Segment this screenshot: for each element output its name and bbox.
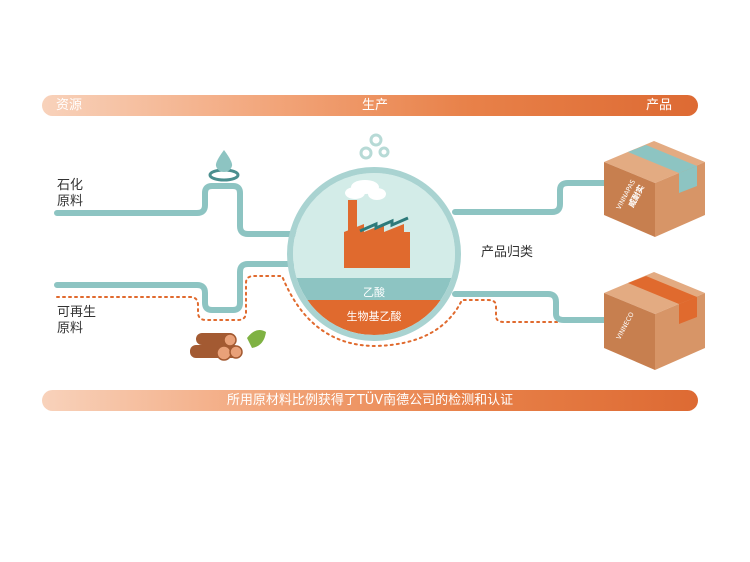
gear-icon <box>359 133 390 160</box>
wood-logs-icon <box>190 333 243 361</box>
renewable-label-line1: 可再生 <box>57 305 97 320</box>
renewable-pipe <box>54 261 295 313</box>
petrochemical-label-line2: 原料 <box>57 194 84 209</box>
product-pipe-2 <box>452 291 608 323</box>
product-box-icon <box>604 141 705 237</box>
products-label: 产品 <box>646 98 673 113</box>
certification-bar: 所用原材料比例获得了TÜV南德公司的检测和认证 <box>42 390 698 411</box>
petrochemical-label: 石化 原料 <box>57 178 83 210</box>
petrochemical-pipe <box>54 183 303 237</box>
certification-text: 所用原材料比例获得了TÜV南德公司的检测和认证 <box>226 393 514 408</box>
leaf-icon <box>247 330 266 348</box>
renewable-label-line2: 原料 <box>57 321 84 336</box>
renewable-label: 可再生 原料 <box>57 305 96 337</box>
water-drop-icon <box>208 150 240 182</box>
factory-icon <box>344 180 410 268</box>
product-classification-label: 产品归类 <box>481 245 534 260</box>
bio-acetic-acid-label: 生物基乙酸 <box>347 309 402 323</box>
resources-label: 资源 <box>56 98 83 113</box>
renewable-dotted-path <box>56 275 561 348</box>
production-label: 生产 <box>362 98 389 113</box>
product-pipe-1 <box>452 180 608 215</box>
product-box-icon <box>604 272 705 370</box>
petrochemical-label-line1: 石化 <box>57 178 84 193</box>
acetic-acid-label: 乙酸 <box>363 285 385 299</box>
resource-production-product-bar: 资源 生产 产品 <box>42 95 698 116</box>
